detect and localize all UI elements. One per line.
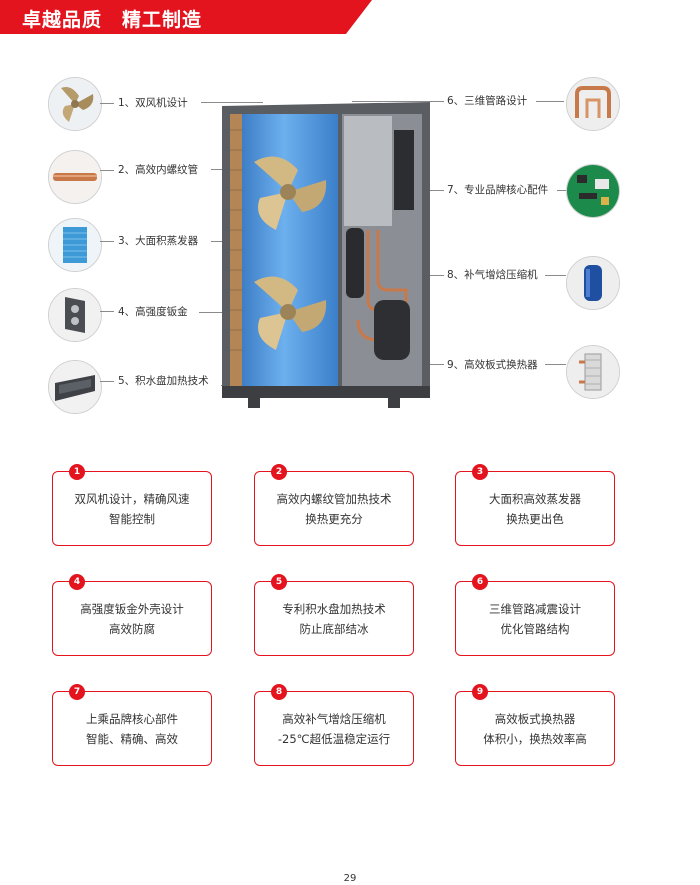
callout-line (545, 275, 566, 276)
callout-label-2: 2、高效内螺纹管 (118, 164, 199, 176)
feature-card-5: 5 专利积水盘加热技术 防止底部结冰 (254, 574, 414, 656)
callout-label-8: 8、补气增焓压缩机 (447, 269, 538, 281)
feature-number-badge: 3 (472, 464, 488, 480)
page-number: 29 (343, 873, 357, 884)
feature-card-8: 8 高效补气增焓压缩机 -25℃超低温稳定运行 (254, 684, 414, 766)
sheet-metal-icon (48, 288, 102, 342)
drip-tray-icon (48, 360, 102, 414)
callout-line (100, 311, 114, 312)
circuit-board-icon (566, 164, 620, 218)
feature-number-badge: 2 (271, 464, 287, 480)
feature-line-2: 智能、精确、高效 (86, 732, 178, 746)
feature-number-badge: 5 (271, 574, 287, 590)
callout-label-7: 7、专业品牌核心配件 (447, 184, 549, 196)
feature-card-2: 2 高效内螺纹管加热技术 换热更充分 (254, 464, 414, 546)
feature-card-9: 9 高效板式换热器 体积小，换热效率高 (455, 684, 615, 766)
feature-line-1: 高强度钣金外壳设计 (80, 602, 184, 616)
callout-label-1: 1、双风机设计 (118, 97, 188, 109)
pipework-icon (566, 77, 620, 131)
feature-line-2: 智能控制 (109, 512, 155, 526)
callout-label-9: 9、高效板式换热器 (447, 359, 538, 371)
feature-number-badge: 7 (69, 684, 85, 700)
callout-label-3: 3、大面积蒸发器 (118, 235, 199, 247)
feature-line-1: 高效补气增焓压缩机 (282, 712, 386, 726)
callout-line (100, 381, 114, 382)
callout-line (199, 312, 239, 313)
feature-line-1: 专利积水盘加热技术 (282, 602, 386, 616)
copper-tube-icon (48, 150, 102, 204)
feature-number-badge: 6 (472, 574, 488, 590)
callout-line (201, 102, 263, 103)
feature-line-2: 换热更出色 (506, 512, 564, 526)
feature-line-2: -25℃超低温稳定运行 (277, 732, 391, 746)
feature-line-1: 大面积高效蒸发器 (489, 492, 581, 506)
fan-blade-icon (48, 77, 102, 131)
feature-card-4: 4 高强度钣金外壳设计 高效防腐 (52, 574, 212, 656)
feature-line-1: 双风机设计，精确风速 (74, 492, 190, 506)
feature-card-6: 6 三维管路减震设计 优化管路结构 (455, 574, 615, 656)
callout-line (418, 190, 444, 191)
feature-number-badge: 1 (69, 464, 85, 480)
feature-number-badge: 4 (69, 574, 85, 590)
feature-number-badge: 9 (472, 684, 488, 700)
callout-line (536, 101, 564, 102)
callout-line (100, 170, 114, 171)
evaporator-icon (48, 218, 102, 272)
callout-line (100, 103, 114, 104)
feature-line-1: 上乘品牌核心部件 (86, 712, 178, 726)
callout-label-5: 5、积水盘加热技术 (118, 375, 209, 387)
callout-label-4: 4、高强度钣金 (118, 306, 188, 318)
feature-line-2: 高效防腐 (109, 622, 155, 636)
callout-line (545, 364, 566, 365)
feature-line-1: 三维管路减震设计 (489, 602, 581, 616)
feature-line-1: 高效板式换热器 (494, 712, 576, 726)
callout-line (557, 190, 566, 191)
feature-card-3: 3 大面积高效蒸发器 换热更出色 (455, 464, 615, 546)
compressor-icon (566, 256, 620, 310)
header-banner (0, 0, 372, 34)
feature-card-1: 1 双风机设计，精确风速 智能控制 (52, 464, 212, 546)
plate-heat-exchanger-icon (566, 345, 620, 399)
feature-line-2: 换热更充分 (305, 512, 363, 526)
feature-line-2: 体积小，换热效率高 (483, 732, 587, 746)
feature-line-2: 防止底部结冰 (299, 622, 369, 636)
heat-pump-unit-illustration (222, 102, 430, 408)
callout-line (352, 101, 444, 102)
feature-number-badge: 8 (271, 684, 287, 700)
callout-label-6: 6、三维管路设计 (447, 95, 528, 107)
callout-line (100, 241, 114, 242)
page-title: 卓越品质 精工制造 (22, 9, 203, 31)
feature-card-7: 7 上乘品牌核心部件 智能、精确、高效 (52, 684, 212, 766)
feature-line-1: 高效内螺纹管加热技术 (276, 492, 392, 506)
feature-line-2: 优化管路结构 (500, 622, 570, 636)
